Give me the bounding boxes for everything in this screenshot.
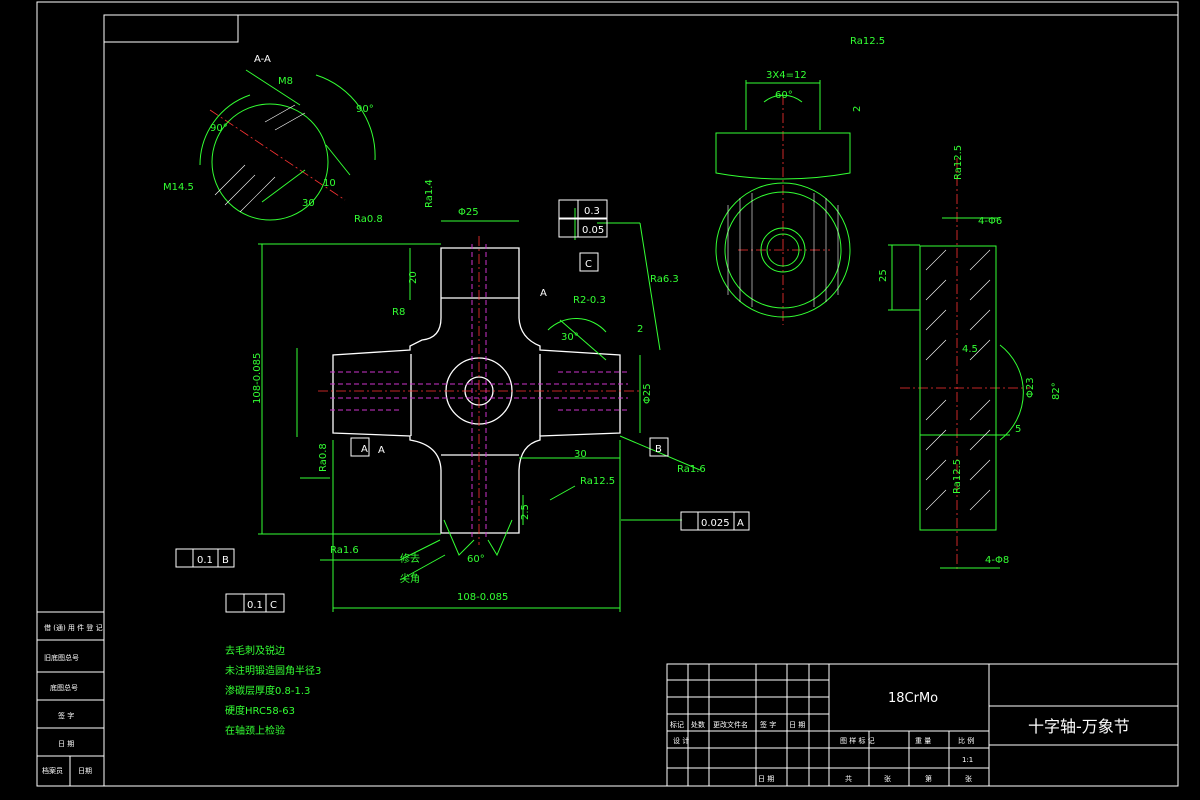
view-a-label: A [540, 288, 547, 299]
drawing-title: 十字轴-万象节 [1028, 717, 1130, 736]
tolerance-frames [175, 199, 750, 613]
tb-date: 日 期 [758, 775, 774, 783]
strip-label: 旧底图总号 [44, 653, 79, 662]
dim-r15: 4.5 [962, 344, 978, 355]
dim-d8: 4-Φ8 [985, 555, 1009, 566]
tb-scale: 1:1 [962, 756, 973, 764]
tb-sheet: 共 [845, 774, 852, 783]
dimension-texts: M8 90° 90° M14.5 30 10 Φ25 20 R8 108-0.0… [163, 36, 1062, 603]
dim-d2: 2 [637, 324, 643, 335]
tech-note: 硬度HRC58-63 [225, 704, 295, 717]
strip-label: 借 (通) 用 件 登 记 [44, 623, 103, 632]
dim-d25c: 2.5 [520, 504, 531, 520]
tb-row-label: 更改文件名 [713, 720, 748, 729]
datum-b-label: B [655, 444, 662, 455]
dim-phi23: Φ23 [1025, 377, 1036, 398]
ra-63: Ra6.3 [650, 274, 679, 285]
dim-ang90b: 90° [356, 104, 374, 115]
outer-border [36, 1, 1179, 787]
dim-d30: 30 [302, 198, 315, 209]
material-label: 18CrMo [888, 691, 938, 706]
tech-note: 去毛刺及锐边 [225, 644, 285, 657]
tol-sym-bottom-datum: C [270, 600, 277, 611]
tol-sym-bottom: 0.1 [247, 600, 263, 611]
strip-label: 日期 [78, 767, 92, 775]
title-block [666, 663, 1179, 787]
tb-stage: 图 样 标 记 [840, 736, 875, 745]
dim-d25top: Φ25 [458, 207, 479, 218]
dim-r8: R8 [392, 307, 405, 318]
tb-sheet: 张 [884, 774, 891, 783]
dim-ang82: 82° [1051, 382, 1062, 400]
tb-row-label: 标记 [670, 720, 684, 729]
section-hatching [214, 104, 991, 511]
dim-d10: 10 [323, 178, 336, 189]
tb-row-label: 日 期 [789, 721, 805, 729]
dim-m8: M8 [278, 76, 293, 87]
datum-c-label: C [585, 259, 592, 270]
tol-sym-left-datum: B [222, 555, 229, 566]
dim-r2: R2-0.3 [573, 295, 606, 306]
chamfer-note: 修去 [400, 552, 420, 565]
dim-m14: M14.5 [163, 182, 194, 193]
tol-runout-datum: A [737, 518, 744, 529]
ra-125a: Ra12.5 [580, 476, 615, 487]
dimension-lines [199, 69, 1024, 612]
tb-scale-label: 比 例 [958, 736, 974, 745]
tb-row-label: 签 字 [760, 720, 776, 729]
strip-label: 日 期 [58, 740, 74, 748]
strip-label: 签 字 [58, 711, 74, 720]
ra-08b: Ra0.8 [318, 443, 329, 472]
ra-14: Ra1.4 [424, 179, 435, 208]
tb-design: 设 计 [673, 736, 689, 745]
tech-note: 在轴颈上检验 [225, 724, 285, 737]
title-block-texts: 标记 处数 更改文件名 签 字 日 期 设 计 日 期 图 样 标 记 重 量 … [670, 720, 974, 783]
left-strip: 借 (通) 用 件 登 记 旧底图总号 底图总号 签 字 日 期 档案员 日期 [42, 623, 103, 775]
tb-row-label: 处数 [691, 720, 705, 729]
ra-125c: Ra12.5 [953, 145, 964, 180]
tb-sheet: 第 [925, 774, 932, 783]
ra-125b: Ra12.5 [850, 36, 885, 47]
dim-ang60: 60° [467, 554, 485, 565]
section-label: A-A [254, 54, 271, 65]
dim-r4: 4-Φ6 [978, 216, 1002, 227]
strip-label: 底图总号 [50, 683, 78, 692]
dim-ang90a: 90° [210, 123, 228, 134]
dim-d20: 20 [408, 271, 419, 284]
dim-d25b: Φ25 [642, 383, 653, 404]
dim-d25s: 25 [878, 269, 889, 282]
dim-d5: 5 [1015, 424, 1021, 435]
tol-sym-left: 0.1 [197, 555, 213, 566]
view-a2-label: A [378, 445, 385, 456]
tol-runout: 0.025 [701, 518, 730, 529]
ra-125d: Ra12.5 [952, 459, 963, 494]
dim-h2: 2 [852, 106, 863, 112]
ra-16b: Ra1.6 [330, 545, 359, 556]
corner-box [103, 14, 239, 43]
dim-h108: 108-0.085 [252, 353, 263, 404]
dim-d30b: 30 [574, 449, 587, 460]
sharp-note: 尖角 [400, 572, 420, 585]
strip-label: 档案员 [42, 766, 63, 775]
datum-a-label: A [361, 444, 368, 455]
tech-note: 渗碳层厚度0.8-1.3 [225, 684, 310, 697]
tech-note: 未注明锻造圆角半径3 [225, 664, 321, 677]
tol-sym-top: 0.3 [584, 206, 600, 217]
ra-16a: Ra1.6 [677, 464, 706, 475]
tb-sheet: 张 [965, 774, 972, 783]
dim-w108: 108-0.085 [457, 592, 508, 603]
dim-ang30: 30° [561, 332, 579, 343]
cross-main-view [332, 247, 621, 534]
dim-pitch: 3X4=12 [766, 70, 807, 81]
tol-perp-top: 0.05 [582, 225, 604, 236]
inner-border [103, 14, 1179, 787]
tech-notes: 去毛刺及锐边 未注明锻造圆角半径3 渗碳层厚度0.8-1.3 硬度HRC58-6… [225, 644, 321, 737]
dim-ang60g: 60° [775, 90, 793, 101]
ra-08a: Ra0.8 [354, 214, 383, 225]
tb-weight: 重 量 [915, 737, 931, 745]
